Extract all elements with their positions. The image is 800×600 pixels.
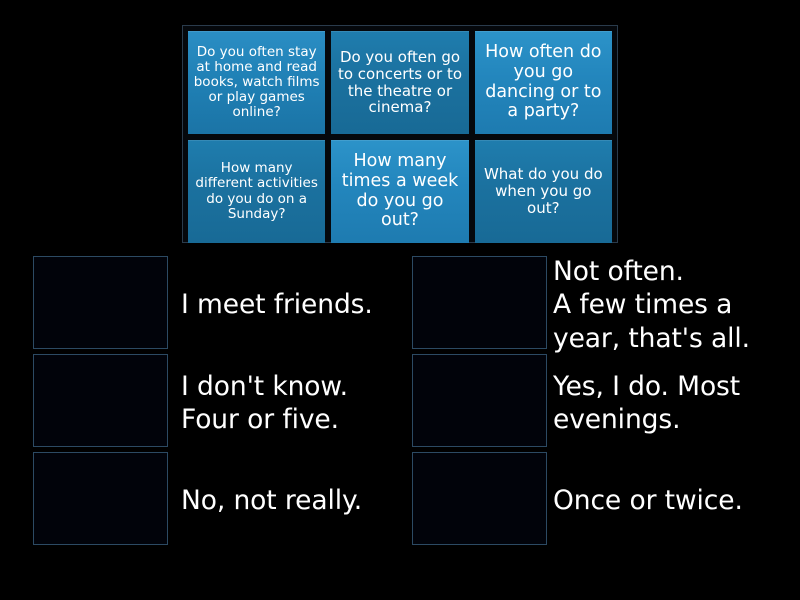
- answer-text: Once or twice.: [553, 485, 743, 517]
- drop-zone[interactable]: [412, 452, 547, 545]
- answer-text: Not often. A few times a year, that's al…: [553, 255, 750, 354]
- drop-zone[interactable]: [33, 354, 168, 447]
- drop-zone[interactable]: [33, 452, 168, 545]
- drop-zone[interactable]: [412, 354, 547, 447]
- question-tile[interactable]: How many times a week do you go out?: [331, 140, 469, 243]
- answer-pair: I don't know. Four or five.: [0, 354, 400, 452]
- answer-pair: Not often. A few times a year, that's al…: [400, 256, 800, 354]
- question-tile[interactable]: Do you often go to concerts or to the th…: [331, 31, 469, 134]
- answer-pair: Once or twice.: [400, 452, 800, 550]
- answer-text: No, not really.: [181, 485, 363, 517]
- answer-pair: No, not really.: [0, 452, 400, 550]
- question-tile[interactable]: How many different activities do you do …: [188, 140, 326, 243]
- question-tile[interactable]: How often do you go dancing or to a part…: [474, 31, 612, 134]
- answer-row: I don't know. Four or five. Yes, I do. M…: [0, 354, 800, 452]
- question-tile[interactable]: What do you do when you go out?: [474, 140, 612, 243]
- answer-text: Yes, I do. Most evenings.: [553, 370, 741, 435]
- answer-text: I meet friends.: [181, 289, 373, 321]
- answer-pair: I meet friends.: [0, 256, 400, 354]
- answer-text: I don't know. Four or five.: [181, 370, 348, 435]
- tile-row: How many different activities do you do …: [188, 140, 612, 243]
- answer-grid: I meet friends. Not often. A few times a…: [0, 256, 800, 550]
- question-tile[interactable]: Do you often stay at home and read books…: [188, 31, 326, 134]
- question-tile-tray: Do you often stay at home and read books…: [182, 25, 618, 243]
- answer-pair: Yes, I do. Most evenings.: [400, 354, 800, 452]
- drop-zone[interactable]: [412, 256, 547, 349]
- tile-row: Do you often stay at home and read books…: [188, 31, 612, 134]
- answer-row: No, not really. Once or twice.: [0, 452, 800, 550]
- drop-zone[interactable]: [33, 256, 168, 349]
- answer-row: I meet friends. Not often. A few times a…: [0, 256, 800, 354]
